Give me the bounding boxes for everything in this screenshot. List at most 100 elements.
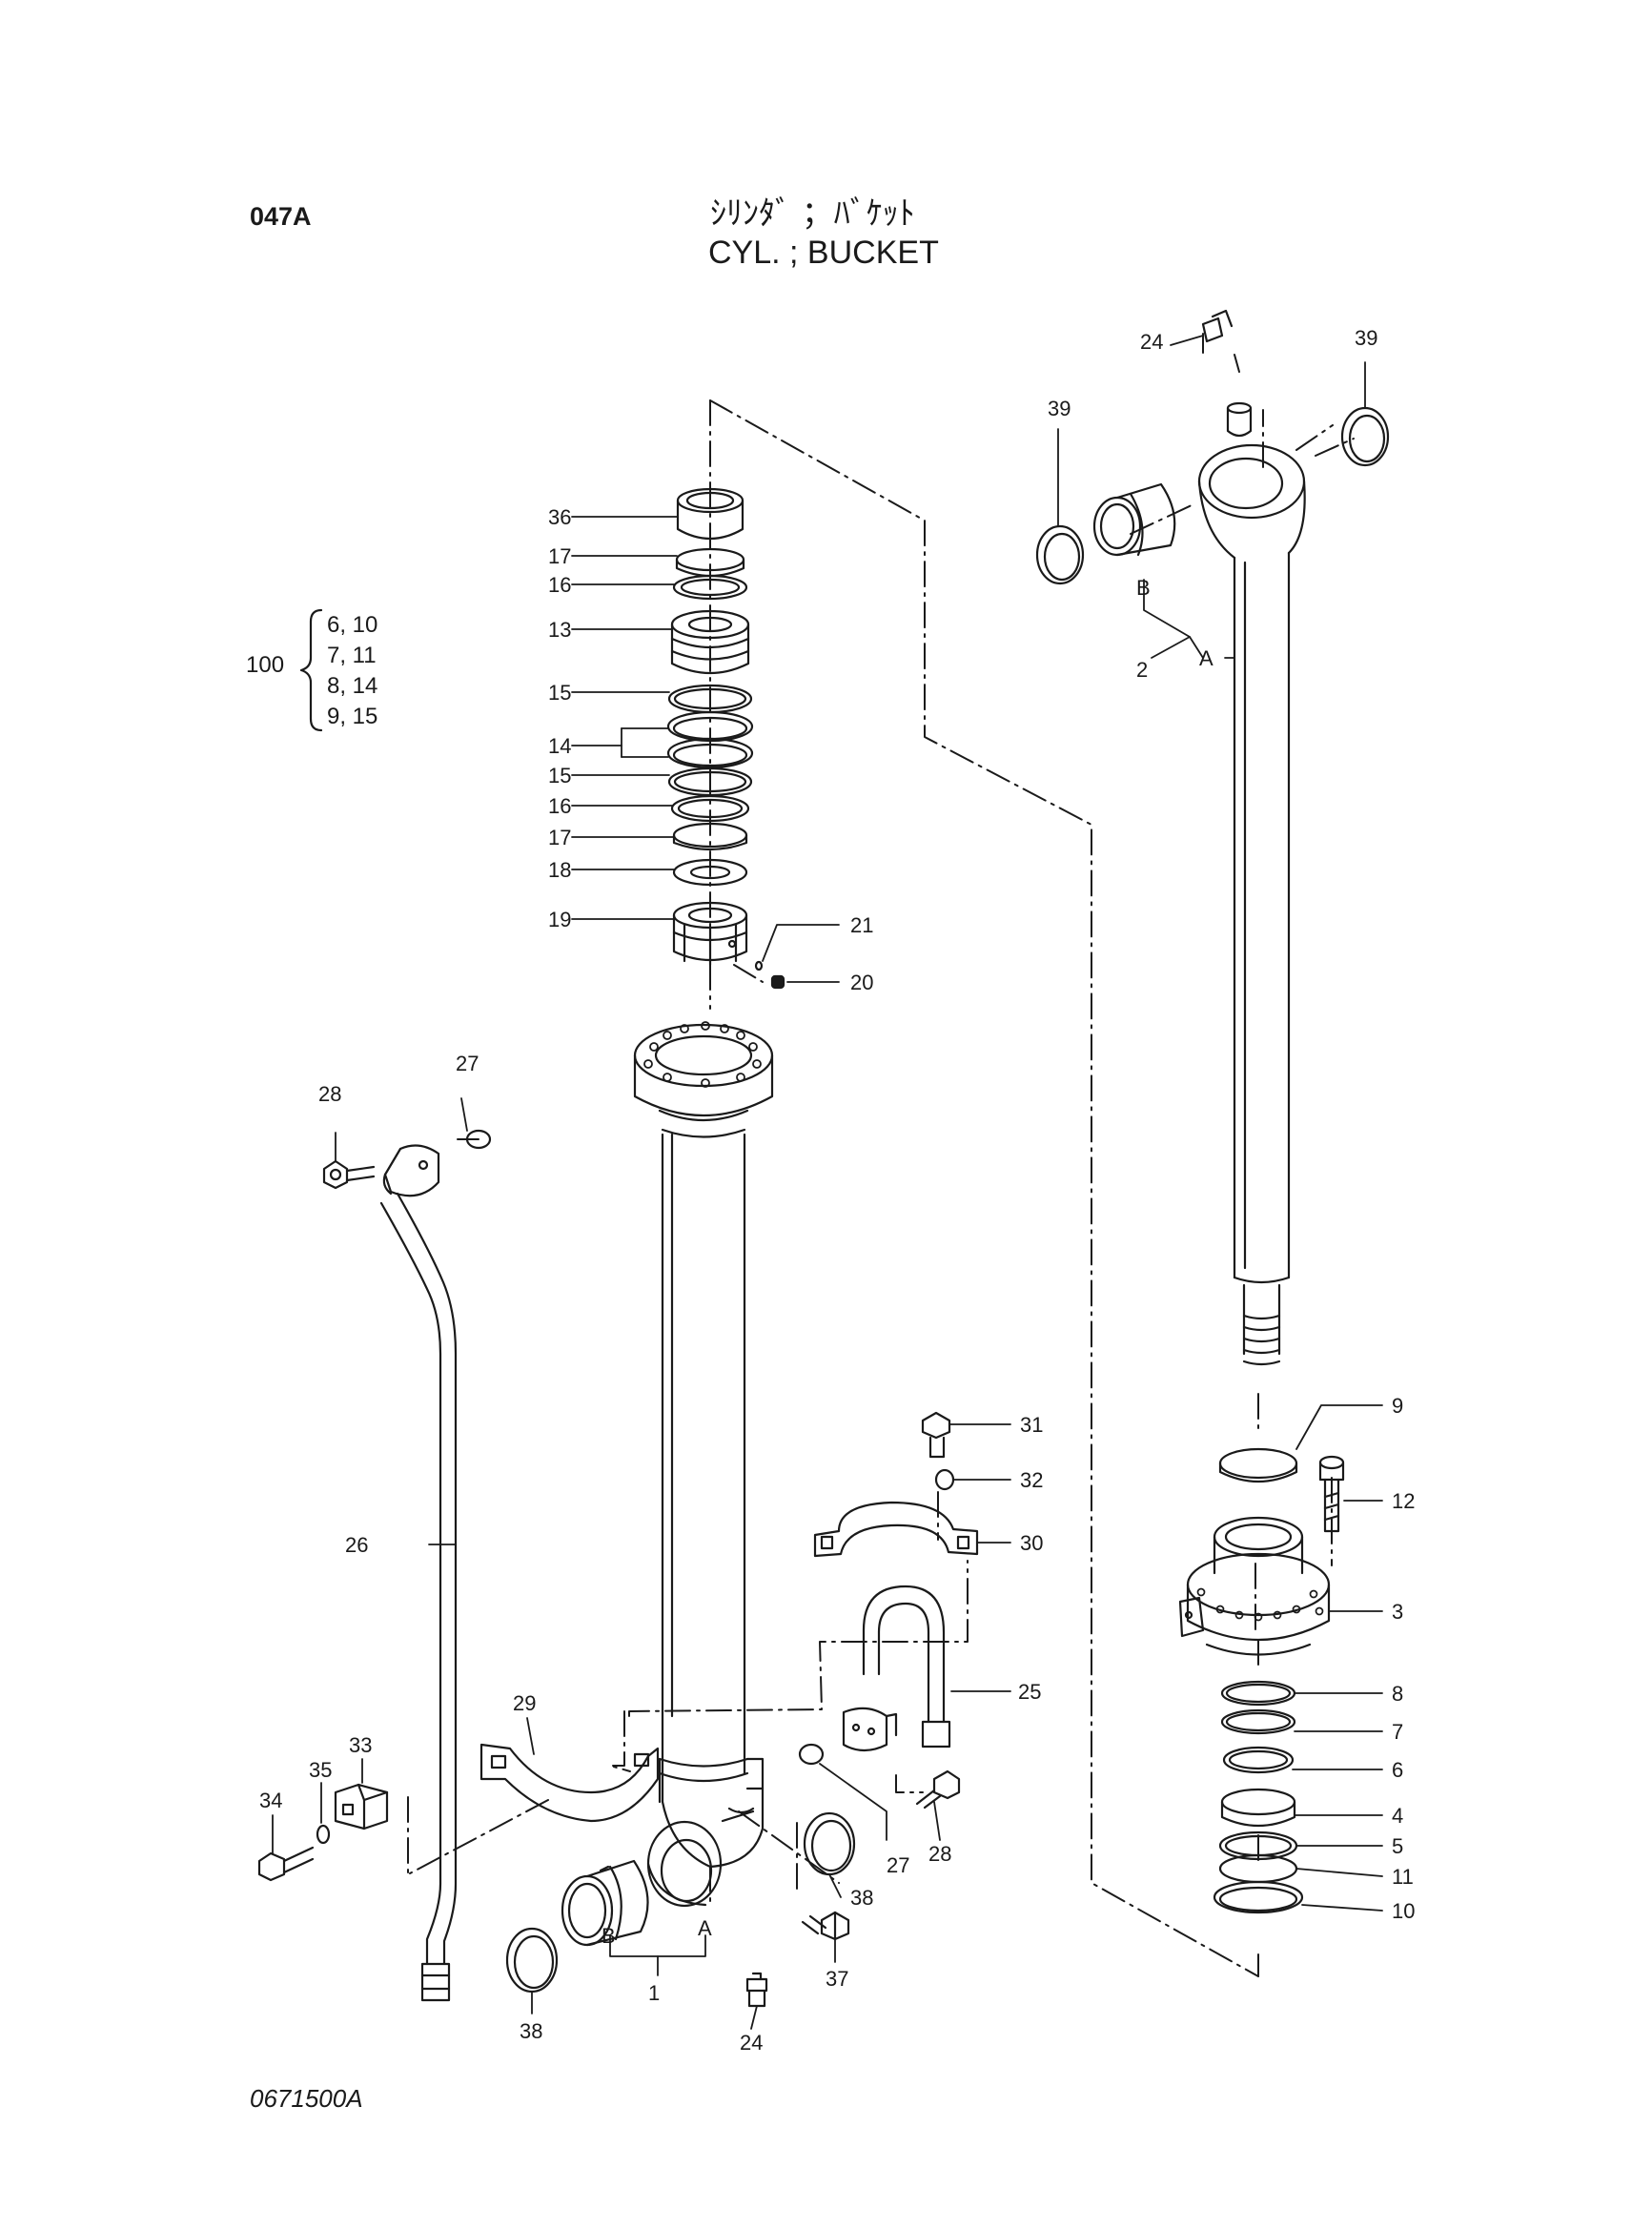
callout-19: 19 [548,908,571,931]
callout-5: 5 [1392,1834,1403,1858]
drawing-number: 0671500A [250,2084,363,2113]
callout-rod-a: A [1199,646,1214,670]
callout-3: 3 [1392,1600,1403,1624]
washer-32 [934,1468,955,1491]
callout-rod-b: B [1136,576,1151,600]
ring-8 [1220,1680,1296,1707]
ring-9 [1218,1447,1298,1483]
dust-seal-36 [676,487,744,540]
flange-fitting-top [382,1144,440,1197]
bolt-37 [801,1911,850,1941]
callout-21: 21 [850,913,873,937]
hose-25 [862,1585,951,1748]
nut-19 [672,901,748,967]
callout-37: 37 [826,1967,848,1991]
callout-4: 4 [1392,1804,1403,1828]
bolt-28-top [322,1159,376,1190]
callout-15: 15 [548,764,571,787]
ring-6 [1222,1746,1295,1774]
callout-18: 18 [548,858,571,882]
alignment-lines [407,333,1355,1977]
piston-3 [1178,1516,1331,1656]
washer-35 [316,1824,331,1845]
callout-25: 25 [1018,1680,1041,1704]
bushing-b-rod [1092,482,1176,557]
pin-21 [754,960,764,971]
washer-18 [672,858,748,887]
callout-17: 17 [548,544,571,568]
grease-nipple-24-bottom [745,1972,768,2008]
callout-13: 13 [548,618,571,642]
rod-head-seal-stack [666,487,785,990]
bolt-31 [921,1411,951,1459]
callout-36: 36 [548,505,571,529]
ring-16-bottom [670,794,750,823]
oring-27-bottom [798,1743,825,1766]
callout-8: 8 [1392,1682,1403,1706]
callout-tube-b: B [602,1924,616,1948]
ring-10 [1213,1880,1304,1914]
callout-39: 39 [1355,326,1377,350]
callout-24: 24 [1140,330,1163,354]
callout-6: 6 [1392,1758,1403,1782]
cylinder-tube-1 [633,1021,774,1908]
bolt-12 [1318,1455,1345,1533]
callout-27: 27 [887,1853,909,1877]
callout-33: 33 [349,1733,372,1757]
page-code: 047A [250,202,312,231]
leader-lines [272,335,1383,2030]
seal-39-right [1340,406,1390,467]
callout-26: 26 [345,1533,368,1557]
bolt-28-bottom [915,1769,961,1810]
callout-16: 16 [548,794,571,818]
seal-kit-item: 6, 10 [327,612,378,638]
callout-20: 20 [850,971,873,994]
bushing-b-tube [561,1859,649,1947]
callout-24: 24 [740,2031,763,2055]
callout-11: 11 [1392,1865,1414,1889]
clamp-29 [479,1743,660,1823]
callout-30: 30 [1020,1531,1043,1555]
seal-kit-brace [299,608,323,732]
callout-38: 38 [520,2019,542,2043]
callout-29: 29 [513,1691,536,1715]
callout-14: 14 [548,734,571,758]
oring-27-top [465,1129,492,1150]
callout-28: 28 [928,1842,951,1866]
title-english: CYL. ; BUCKET [708,235,939,271]
callout-31: 31 [1020,1413,1043,1437]
callout-38: 38 [850,1886,873,1910]
callout-17: 17 [548,826,571,849]
ring-7 [1220,1708,1296,1735]
callout-2: 2 [1136,658,1148,682]
callout-28: 28 [318,1082,341,1106]
grease-nipple-24-top [1201,309,1234,343]
seal-39-left [1035,524,1085,585]
seal-kit-list: 6, 10 7, 11 8, 14 9, 15 [327,610,377,732]
block-33 [334,1783,389,1830]
bolt-34 [257,1846,315,1882]
callout-7: 7 [1392,1720,1403,1744]
callout-12: 12 [1392,1489,1415,1513]
packing-13 [670,609,750,675]
ring-17-bottom [672,822,748,851]
callout-1: 1 [648,1981,660,2005]
callout-16: 16 [548,573,571,597]
callout-27: 27 [456,1052,479,1075]
callout-tube-a: A [698,1916,712,1940]
seal-kit-item: 9, 15 [327,704,378,729]
set-screw-20 [770,974,785,990]
callout-34: 34 [259,1789,282,1812]
piston-rod-2 [1197,401,1306,1366]
callout-35: 35 [309,1758,332,1782]
seal-38-left [505,1927,559,1994]
callout-39: 39 [1048,397,1071,420]
callout-10: 10 [1392,1899,1415,1923]
ring-4 [1220,1788,1296,1828]
callout-32: 32 [1020,1468,1043,1492]
clamp-30 [813,1501,979,1558]
pipe-26 [379,1192,458,2002]
seal-kit-item: 7, 11 [327,643,377,668]
seal-kit-number: 100 [246,652,285,678]
